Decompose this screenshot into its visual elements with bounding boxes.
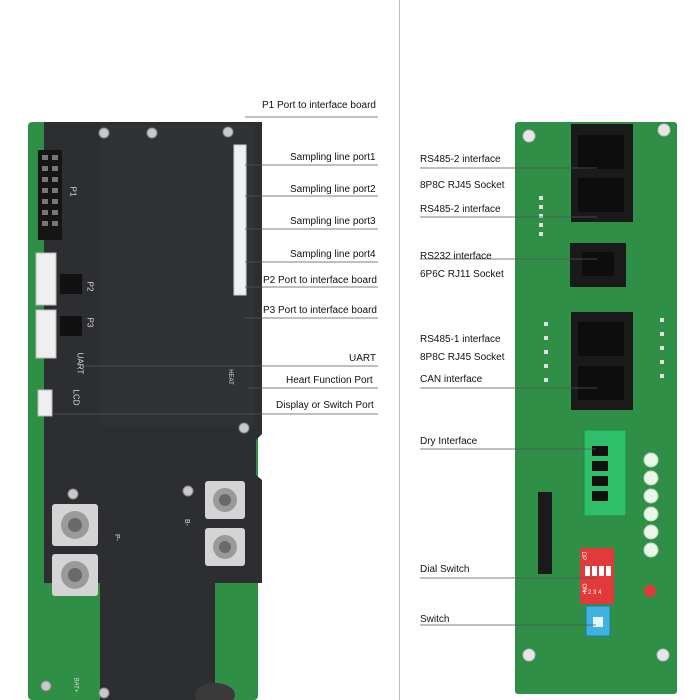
marking-p1: P1 bbox=[68, 186, 78, 197]
right-callout-lines bbox=[420, 167, 597, 626]
marking-bat-plus: BAT+ bbox=[72, 677, 79, 693]
marking-dip-dp: DP bbox=[580, 551, 587, 561]
label-sampling-port4: Sampling line port4 bbox=[290, 249, 376, 260]
interface-board bbox=[515, 122, 677, 694]
label-p2-port: P2 Port to interface board bbox=[263, 275, 377, 286]
label-sampling-port2: Sampling line port2 bbox=[290, 184, 376, 195]
label-rs232: RS232 interface bbox=[420, 251, 492, 262]
marking-b-minus: B- bbox=[183, 519, 190, 526]
label-display-switch-port: Display or Switch Port bbox=[276, 400, 374, 411]
center-divider bbox=[399, 0, 400, 700]
marking-p3: P3 bbox=[85, 317, 95, 328]
label-rj11: 6P6C RJ11 Socket bbox=[420, 269, 504, 280]
label-sampling-port3: Sampling line port3 bbox=[290, 216, 376, 227]
label-dry-interface: Dry Interface bbox=[420, 436, 478, 447]
marking-uart: UART bbox=[75, 352, 85, 375]
label-can: CAN interface bbox=[420, 374, 483, 385]
label-rj45-b: 8P8C RJ45 Socket bbox=[420, 352, 505, 363]
label-dial-switch: Dial Switch bbox=[420, 564, 470, 575]
marking-p2: P2 bbox=[85, 281, 95, 292]
label-heart-function-port: Heart Function Port bbox=[286, 375, 373, 386]
label-switch: Switch bbox=[420, 614, 450, 625]
marking-heat: HEAT bbox=[226, 369, 233, 385]
label-rs485-2-a: RS485-2 interface bbox=[420, 154, 501, 165]
left-callout-lines bbox=[52, 116, 378, 415]
marking-p-minus: P- bbox=[113, 534, 120, 541]
label-rj45-a: 8P8C RJ45 Socket bbox=[420, 180, 505, 191]
label-uart: UART bbox=[349, 353, 377, 364]
marking-lcd: LCD bbox=[71, 389, 81, 406]
label-p1-port: P1 Port to interface board bbox=[262, 100, 376, 111]
label-sampling-port1: Sampling line port1 bbox=[290, 152, 376, 163]
label-p3-port: P3 Port to interface board bbox=[263, 305, 377, 316]
bms-main-board bbox=[28, 122, 262, 700]
label-rs485-2-b: RS485-2 interface bbox=[420, 204, 501, 215]
marking-dip-numbers: 1 2 3 4 bbox=[583, 590, 602, 596]
label-rs485-1: RS485-1 interface bbox=[420, 334, 501, 345]
